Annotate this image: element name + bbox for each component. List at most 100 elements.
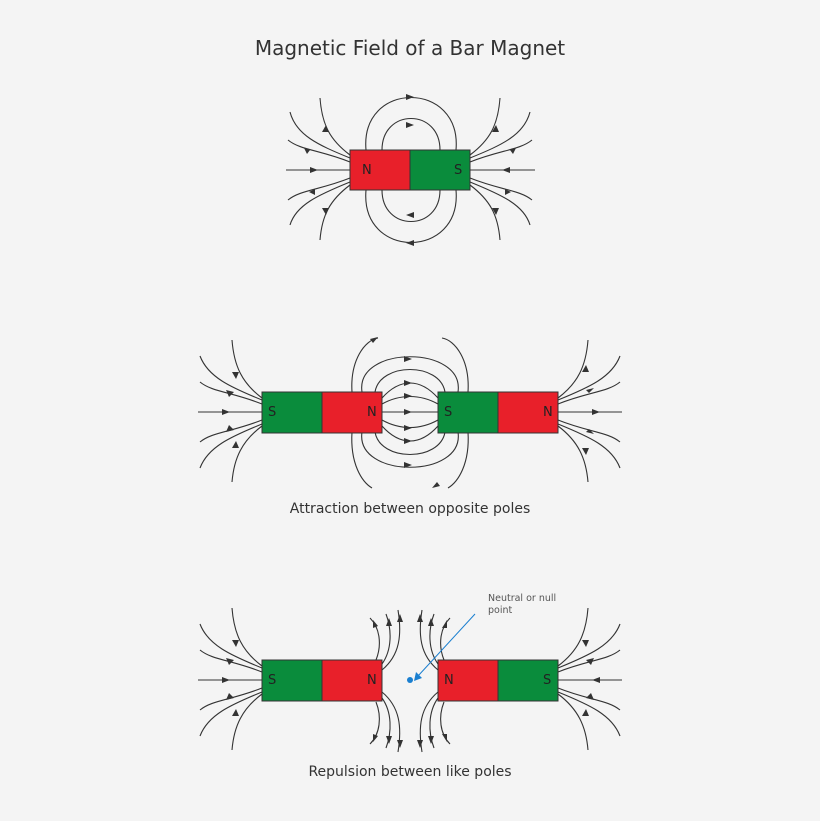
field-line xyxy=(419,609,439,671)
magnet-north-block xyxy=(497,391,559,434)
arrowhead xyxy=(592,677,600,683)
arrowhead xyxy=(417,740,423,748)
arrowhead xyxy=(404,462,412,468)
field-line xyxy=(440,701,451,745)
field-line xyxy=(351,337,379,393)
arrowhead xyxy=(232,640,239,647)
field-line xyxy=(557,607,589,667)
field-line xyxy=(557,687,621,711)
attraction-caption: Attraction between opposite poles xyxy=(289,501,531,517)
field-line xyxy=(287,139,351,163)
arrowhead xyxy=(304,148,310,154)
field-line xyxy=(557,355,621,401)
null-point-dot xyxy=(407,677,413,683)
field-line xyxy=(199,423,263,469)
arrowhead xyxy=(404,356,412,362)
arrowhead xyxy=(310,167,318,173)
arrowhead xyxy=(417,614,423,622)
magnet-south-block xyxy=(261,391,323,434)
arrowhead xyxy=(582,709,589,716)
magnet-north-block xyxy=(321,659,383,702)
pole-label: N xyxy=(367,405,377,420)
single-field-lines xyxy=(286,96,535,244)
field-line xyxy=(557,649,621,673)
arrowhead xyxy=(397,740,403,748)
field-line xyxy=(351,431,373,489)
field-line xyxy=(231,425,263,483)
single-magnet-diagram: N S xyxy=(286,94,535,246)
field-line xyxy=(469,177,533,201)
field-line xyxy=(469,181,531,226)
field-line xyxy=(557,419,621,443)
arrowhead xyxy=(322,208,329,215)
page-title: Magnetic Field of a Bar Magnet xyxy=(254,36,566,60)
repulsion-field-lines xyxy=(198,607,622,753)
field-line xyxy=(369,617,380,661)
pole-label: N xyxy=(362,163,372,178)
field-line xyxy=(361,431,459,468)
arrowhead xyxy=(502,167,510,173)
field-line xyxy=(469,184,501,241)
field-line xyxy=(557,339,589,399)
arrowhead xyxy=(232,709,239,716)
arrowhead xyxy=(226,693,234,700)
field-line xyxy=(361,356,459,393)
annotation-arrowhead xyxy=(414,672,422,681)
arrowhead xyxy=(442,620,447,628)
pole-label: S xyxy=(444,405,452,420)
arrowhead xyxy=(373,734,378,742)
field-line xyxy=(429,613,439,665)
arrowhead xyxy=(406,212,414,218)
repulsion-arrowheads xyxy=(222,614,600,748)
arrowhead xyxy=(592,409,600,415)
arrowhead xyxy=(222,409,230,415)
annotation-label-line2: point xyxy=(488,605,513,616)
field-line xyxy=(557,693,589,751)
arrowhead xyxy=(404,425,412,431)
field-line xyxy=(381,395,439,405)
arrowhead xyxy=(586,388,594,393)
arrowhead xyxy=(406,122,414,128)
magnet-south-block xyxy=(261,659,323,702)
arrowhead xyxy=(404,380,412,386)
field-line xyxy=(231,607,263,667)
arrowhead xyxy=(404,438,412,444)
field-line xyxy=(557,425,589,483)
field-line xyxy=(287,177,351,201)
arrowhead xyxy=(404,409,412,415)
arrowhead xyxy=(222,677,230,683)
arrowhead xyxy=(386,618,392,626)
field-line xyxy=(231,693,263,751)
field-line xyxy=(199,687,263,711)
arrowhead xyxy=(226,425,234,432)
field-line xyxy=(199,691,263,737)
field-line xyxy=(199,649,263,673)
field-line xyxy=(374,369,446,393)
arrowhead xyxy=(586,429,594,434)
arrowhead xyxy=(586,693,594,700)
field-line xyxy=(447,431,469,489)
repulsion-diagram: S N N S Neutral or null point xyxy=(198,593,622,753)
annotation-label-line1: Neutral or null xyxy=(488,593,556,604)
repulsion-caption: Repulsion between like poles xyxy=(308,764,512,780)
arrowhead xyxy=(226,390,234,397)
field-line xyxy=(289,181,351,226)
arrowhead xyxy=(370,337,378,343)
arrowhead xyxy=(404,393,412,399)
attraction-arrowheads xyxy=(222,337,600,488)
arrowhead xyxy=(386,736,392,744)
pole-label: N xyxy=(367,673,377,688)
arrowhead xyxy=(232,441,239,448)
field-line xyxy=(199,381,263,405)
arrowhead xyxy=(309,189,315,195)
magnet-south-block xyxy=(497,659,559,702)
arrowhead xyxy=(232,372,239,379)
single-arrowheads xyxy=(304,94,516,246)
arrowhead xyxy=(582,640,589,647)
field-line xyxy=(289,111,351,159)
pole-label: N xyxy=(444,673,454,688)
field-line xyxy=(381,691,401,753)
magnet-north-block xyxy=(437,659,499,702)
arrowhead xyxy=(322,125,329,132)
arrowhead xyxy=(582,448,589,455)
